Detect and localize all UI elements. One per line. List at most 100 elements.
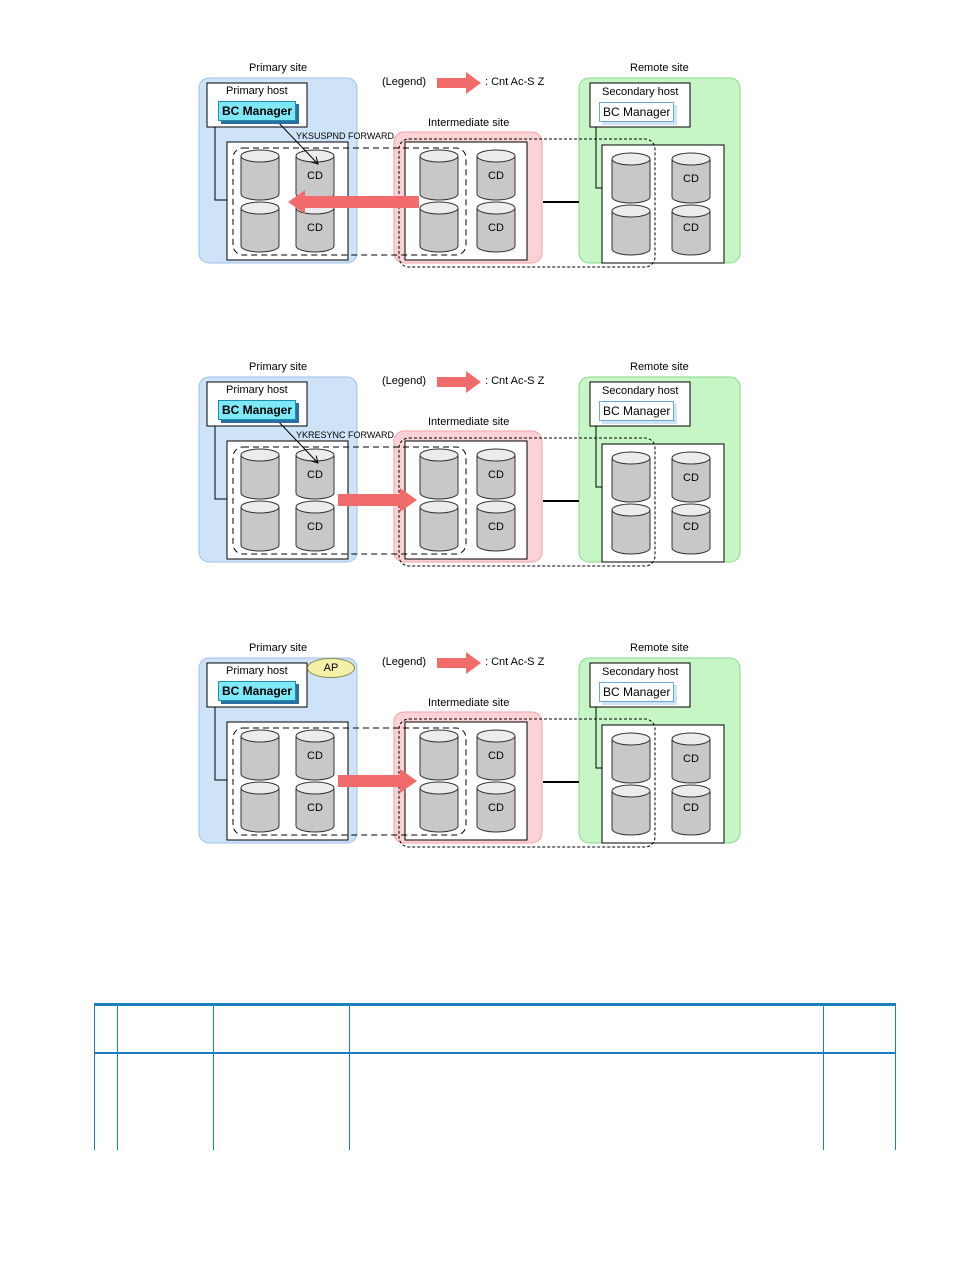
remote-site-label: Remote site [630, 361, 689, 373]
primary-connector [214, 127, 227, 201]
volume-cylinder-top [419, 781, 459, 795]
cd-volume-label: CD [683, 472, 699, 484]
cd-volume-label: CD [488, 750, 504, 762]
volume-cylinder-body [419, 208, 459, 253]
command-label: YKSUSPND FORWARD [296, 131, 395, 141]
volume-cylinder-body [671, 211, 711, 256]
volume-cylinder-body [476, 788, 516, 833]
volume-cylinder-top [240, 500, 280, 514]
cd-volume-label: CD [488, 170, 504, 182]
cd-volume-label: CD [307, 469, 323, 481]
cd-volume-label: CD [683, 521, 699, 533]
primary-bc-manager: BC Manager [218, 400, 297, 420]
volume-cylinder-top [476, 201, 516, 215]
cd-volume-label: CD [307, 750, 323, 762]
volume-cylinder-body [419, 788, 459, 833]
intermediate-site-label: Intermediate site [428, 416, 510, 428]
cd-volume-label: CD [488, 802, 504, 814]
secondary-connector [595, 707, 602, 769]
cd-volume-label: CD [488, 521, 504, 533]
volume-cylinder-top [611, 204, 651, 218]
volume-cylinder-body [476, 507, 516, 552]
legend-text: : Cnt Ac-S Z [485, 375, 545, 387]
cd-volume-label: CD [488, 469, 504, 481]
cd-volume-label: CD [683, 802, 699, 814]
legend-label: (Legend) [382, 76, 427, 88]
volume-cylinder-body [671, 510, 711, 555]
volume-cylinder-body [476, 208, 516, 253]
legend-label: (Legend) [382, 656, 427, 668]
secondary-bc-manager: BC Manager [599, 682, 675, 702]
volume-cylinder-top [240, 448, 280, 462]
volume-cylinder-body [476, 736, 516, 781]
table-column-rule [94, 1006, 95, 1150]
volume-cylinder-top [671, 732, 711, 746]
secondary-connector [595, 127, 602, 189]
secondary-bc-manager: BC Manager [599, 102, 675, 122]
legend-text: : Cnt Ac-S Z [485, 656, 545, 668]
transfer-arrow [338, 488, 417, 512]
volume-cylinder-body [419, 156, 459, 201]
volume-cylinder-top [240, 149, 280, 163]
secondary-host-label: Secondary host [602, 86, 679, 98]
volume-cylinder-body [240, 208, 280, 253]
legend-arrow [437, 371, 481, 393]
cd-volume-label: CD [488, 222, 504, 234]
volume-cylinder-body [671, 791, 711, 836]
intermediate-site-label: Intermediate site [428, 697, 510, 709]
table-column-rule [895, 1006, 896, 1150]
volume-cylinder-top [611, 503, 651, 517]
command-label: YKRESYNC FORWARD [296, 430, 395, 440]
remote-site-label: Remote site [630, 62, 689, 74]
primary-host-label: Primary host [226, 384, 288, 396]
volume-cylinder-body [476, 156, 516, 201]
volume-cylinder-body [240, 156, 280, 201]
volume-cylinder-top [476, 500, 516, 514]
volume-cylinder-body [240, 736, 280, 781]
primary-site-label: Primary site [249, 642, 308, 654]
primary-host-label: Primary host [226, 85, 288, 97]
diagram-graphics [198, 652, 741, 848]
volume-cylinder-body [611, 211, 651, 256]
volume-cylinder-top [611, 784, 651, 798]
volume-cylinder-top [671, 503, 711, 517]
volume-cylinder-top [476, 729, 516, 743]
volume-cylinder-body [295, 507, 335, 552]
volume-cylinder-body [240, 507, 280, 552]
volume-cylinder-top [671, 152, 711, 166]
volume-cylinder-body [671, 739, 711, 784]
volume-cylinder-body [611, 159, 651, 204]
volume-cylinder-top [476, 781, 516, 795]
table-column-rule [823, 1006, 824, 1150]
volume-cylinder-top [295, 729, 335, 743]
volume-cylinder-body [611, 739, 651, 784]
cd-volume-label: CD [683, 173, 699, 185]
volume-cylinder-top [671, 451, 711, 465]
copy-group-outline [232, 446, 467, 555]
command-arrow [275, 119, 318, 164]
diagram-graphics [198, 371, 741, 567]
volume-cylinder-body [419, 455, 459, 500]
copy-group-outline [232, 727, 467, 836]
volume-cylinder-body [295, 736, 335, 781]
volume-cylinder-body [611, 791, 651, 836]
volume-cylinder-body [419, 507, 459, 552]
volume-cylinder-top [611, 732, 651, 746]
cd-volume-label: CD [683, 753, 699, 765]
secondary-connector [595, 426, 602, 488]
volume-cylinder-body [240, 788, 280, 833]
primary-site-label: Primary site [249, 361, 308, 373]
transfer-arrow [288, 190, 419, 214]
cd-volume-label: CD [307, 521, 323, 533]
secondary-host-label: Secondary host [602, 666, 679, 678]
volume-cylinder-top [240, 781, 280, 795]
secondary-host-label: Secondary host [602, 385, 679, 397]
volume-cylinder-body [295, 455, 335, 500]
ap-badge: AP [307, 658, 355, 678]
copy-group-outline [232, 147, 467, 256]
transfer-arrow [338, 769, 417, 793]
primary-bc-manager: BC Manager [218, 101, 297, 121]
primary-bc-manager: BC Manager [218, 681, 297, 701]
legend-text: : Cnt Ac-S Z [485, 76, 545, 88]
